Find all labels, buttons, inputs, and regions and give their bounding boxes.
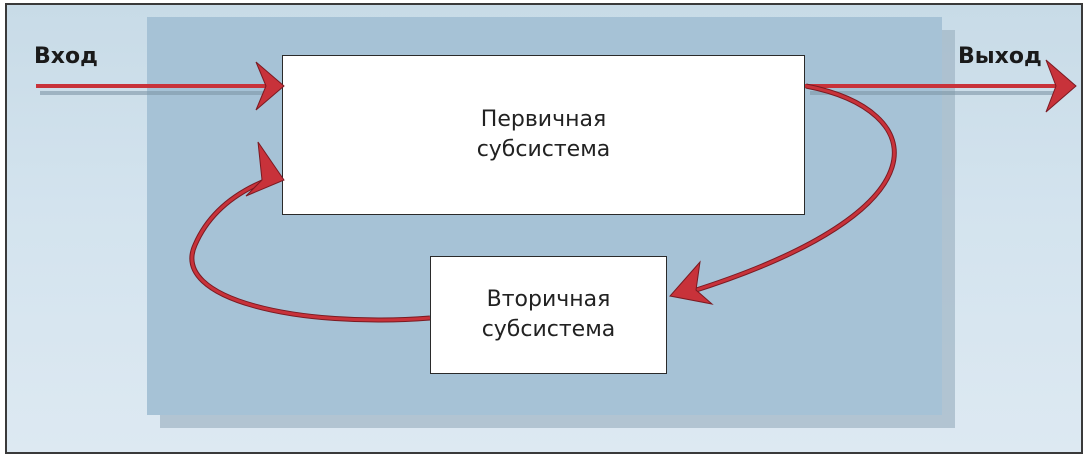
feedback-curve-outline — [189, 175, 431, 323]
forward-curve — [689, 84, 896, 294]
secondary-subsystem-box: Вторичная субсистема — [430, 256, 667, 374]
primary-subsystem-box: Первичная субсистема — [282, 55, 805, 215]
input-label: Вход — [34, 44, 98, 69]
primary-subsystem-line2: субсистема — [476, 137, 611, 162]
primary-subsystem-line1: Первичная — [480, 107, 607, 133]
secondary-subsystem-line2: субсистема — [481, 317, 616, 342]
forward-curve-outline — [689, 83, 897, 295]
primary-feedback-arrowhead-icon — [245, 141, 285, 197]
secondary-arrowhead-icon — [669, 260, 714, 305]
input-arrowhead-icon — [255, 61, 285, 111]
output-arrowhead-icon — [1045, 59, 1077, 113]
secondary-subsystem-line1: Вторичная — [486, 287, 611, 313]
output-label: Выход — [958, 44, 1042, 69]
feedback-curve — [190, 176, 431, 322]
